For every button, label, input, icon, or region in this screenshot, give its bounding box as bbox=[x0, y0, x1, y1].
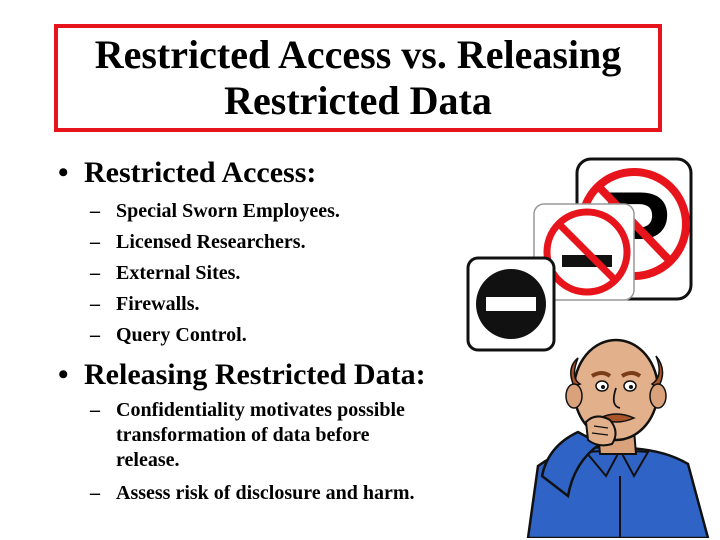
bullet-dot: • bbox=[58, 156, 69, 189]
list-item-line: transformation of data before bbox=[116, 424, 370, 446]
dash: – bbox=[90, 482, 100, 504]
bullet-restricted-access: • Restricted Access: bbox=[58, 156, 316, 190]
heading-releasing-data: Releasing Restricted Data: bbox=[84, 358, 426, 391]
bullet-dot: • bbox=[58, 358, 69, 391]
list-item-text: Special Sworn Employees. bbox=[116, 200, 340, 222]
list-item-text: Assess risk of disclosure and harm. bbox=[116, 482, 415, 504]
bullet-releasing-data: • Releasing Restricted Data: bbox=[58, 358, 426, 392]
dash: – bbox=[90, 231, 100, 253]
slide-title: Restricted Access vs. Releasing Restrict… bbox=[95, 32, 622, 124]
dash: – bbox=[90, 200, 100, 222]
dash: – bbox=[90, 293, 100, 315]
dash: – bbox=[90, 324, 100, 346]
list-item-text: External Sites. bbox=[116, 262, 241, 284]
title-line-1: Restricted Access vs. Releasing bbox=[94, 32, 622, 77]
list-item-text: Query Control. bbox=[116, 324, 247, 346]
list-item-text: Confidentiality motivates possible trans… bbox=[116, 398, 405, 473]
dash: – bbox=[90, 262, 100, 284]
list-item-line: Confidentiality motivates possible bbox=[116, 399, 405, 421]
list-item-text: Firewalls. bbox=[116, 293, 200, 315]
no-sign-icon bbox=[533, 203, 635, 301]
thinking-man-clipart bbox=[526, 338, 710, 538]
heading-restricted-access: Restricted Access: bbox=[84, 156, 317, 189]
no-entry-sign-icon bbox=[466, 256, 556, 352]
title-box: Restricted Access vs. Releasing Restrict… bbox=[54, 24, 662, 132]
dash: – bbox=[90, 399, 100, 421]
title-line-2: Restricted Data bbox=[224, 78, 492, 123]
list-item-line: release. bbox=[116, 449, 180, 471]
list-item-text: Licensed Researchers. bbox=[116, 231, 306, 253]
list-item: – Confidentiality motivates possible tra… bbox=[90, 398, 510, 478]
